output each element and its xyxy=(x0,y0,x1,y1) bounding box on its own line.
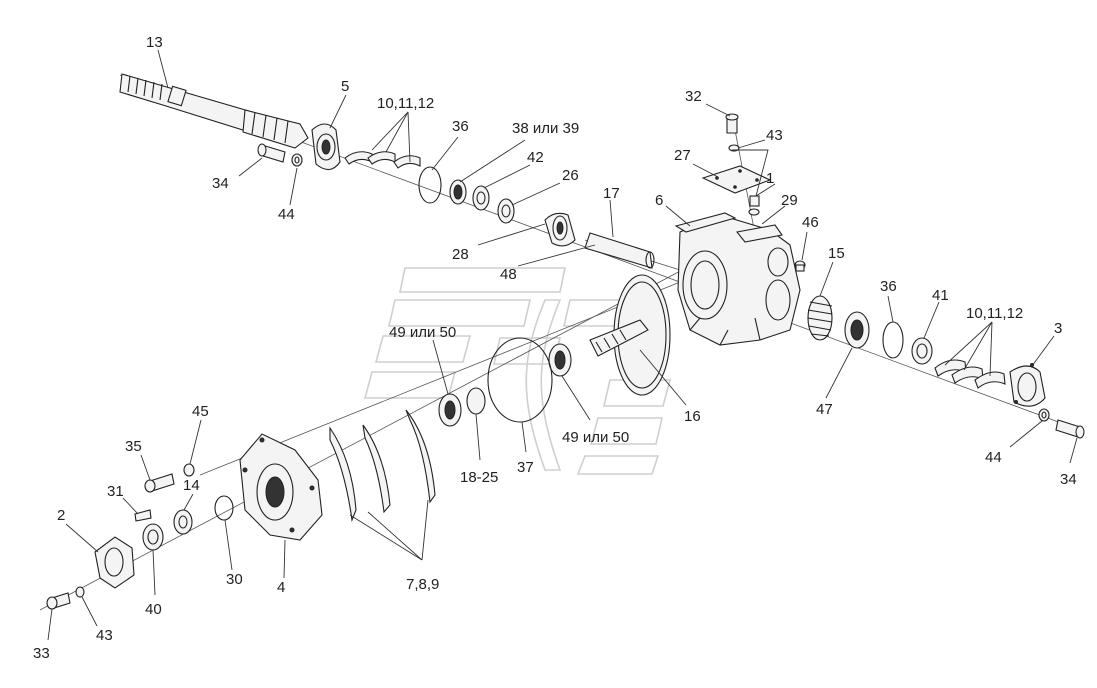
flange-5 xyxy=(311,123,341,171)
bearing-38-39 xyxy=(449,179,467,205)
breather-1 xyxy=(748,195,760,216)
callout-43-top: 43 xyxy=(766,127,783,144)
callout-16: 16 xyxy=(684,408,701,425)
o-ring-30 xyxy=(214,495,234,521)
callout-2: 2 xyxy=(57,507,65,524)
callout-36-right: 36 xyxy=(880,278,897,295)
washer-44-right xyxy=(1038,408,1050,422)
callout-26: 26 xyxy=(562,167,579,184)
callout-29: 29 xyxy=(781,192,798,209)
callout-33: 33 xyxy=(33,645,50,662)
callout-41: 41 xyxy=(932,287,949,304)
callout-47: 47 xyxy=(816,401,833,418)
callout-36-top: 36 xyxy=(452,118,469,135)
bearing-47 xyxy=(844,311,870,349)
callout-5: 5 xyxy=(341,78,349,95)
o-ring-36-top xyxy=(418,166,442,204)
bearing-26 xyxy=(544,212,576,247)
callout-48: 48 xyxy=(500,266,517,283)
callout-40: 40 xyxy=(145,601,162,618)
seal-40 xyxy=(142,523,164,551)
bolt-34-top xyxy=(257,143,286,163)
callout-10-11-12-right: 10,11,12 xyxy=(966,305,1023,322)
callout-15: 15 xyxy=(828,245,845,262)
bearing-49-50-mid xyxy=(548,343,572,377)
callout-27: 27 xyxy=(674,147,691,164)
callout-37: 37 xyxy=(517,459,534,476)
flange-2 xyxy=(94,536,135,589)
nut-41 xyxy=(911,337,933,365)
callout-14: 14 xyxy=(183,477,200,494)
lock-washer-28 xyxy=(497,198,515,224)
callout-38-39: 38 или 39 xyxy=(512,120,579,137)
shims-10-11-12-top xyxy=(344,151,421,169)
callout-31: 31 xyxy=(107,483,124,500)
washer-44-top xyxy=(291,153,303,167)
callout-46: 46 xyxy=(802,214,819,231)
gear-16 xyxy=(589,274,671,396)
pinion-15 xyxy=(807,295,833,341)
callout-6: 6 xyxy=(655,192,663,209)
callout-labels: 13 5 10,11,12 36 38 или 39 42 26 34 44 3… xyxy=(33,34,1077,662)
callout-7-8-9: 7,8,9 xyxy=(406,576,439,593)
cover-27 xyxy=(701,165,772,194)
callout-28: 28 xyxy=(452,246,469,263)
o-ring-36-right xyxy=(882,321,904,359)
washer-45 xyxy=(183,463,195,477)
callout-34-top: 34 xyxy=(212,175,229,192)
callout-43-bottom: 43 xyxy=(96,627,113,644)
shims-10-11-12-right xyxy=(934,359,1006,389)
bearing-49-50-left xyxy=(438,393,462,427)
flange-3 xyxy=(1009,363,1046,407)
nut-14 xyxy=(173,509,193,535)
callout-10-11-12-top: 10,11,12 xyxy=(377,95,434,112)
bolt-35 xyxy=(144,473,175,493)
callout-44-top: 44 xyxy=(278,206,295,223)
callout-49-50-mid: 49 или 50 xyxy=(562,429,629,446)
bolt-34-right xyxy=(1055,419,1085,439)
callout-30: 30 xyxy=(226,571,243,588)
callout-3: 3 xyxy=(1054,320,1062,337)
bolt-32 xyxy=(725,113,739,134)
callout-34-right: 34 xyxy=(1060,471,1077,488)
callout-18-25: 18-25 xyxy=(460,469,498,486)
callout-1: 1 xyxy=(766,170,774,187)
nut-42 xyxy=(472,185,490,211)
bolt-31 xyxy=(134,509,152,522)
shaft-13 xyxy=(119,73,309,149)
callout-42: 42 xyxy=(527,149,544,166)
housing-6 xyxy=(674,212,801,346)
callout-13: 13 xyxy=(146,34,163,51)
callout-32: 32 xyxy=(685,88,702,105)
plug-46 xyxy=(794,260,806,272)
sleeve-17 xyxy=(584,232,655,269)
leader-lines xyxy=(47,49,1078,641)
cover-4 xyxy=(239,433,323,541)
callout-49-50-left: 49 или 50 xyxy=(389,324,456,341)
washer-43-bottom xyxy=(75,586,85,598)
callout-44-right: 44 xyxy=(985,449,1002,466)
shims-7-8-9 xyxy=(329,409,436,523)
o-ring-37 xyxy=(487,337,553,423)
bolt-33 xyxy=(46,592,71,610)
callout-4: 4 xyxy=(277,579,285,596)
callout-35: 35 xyxy=(125,438,142,455)
shim-18-25 xyxy=(466,387,486,415)
callout-17: 17 xyxy=(603,185,620,202)
callout-45: 45 xyxy=(192,403,209,420)
